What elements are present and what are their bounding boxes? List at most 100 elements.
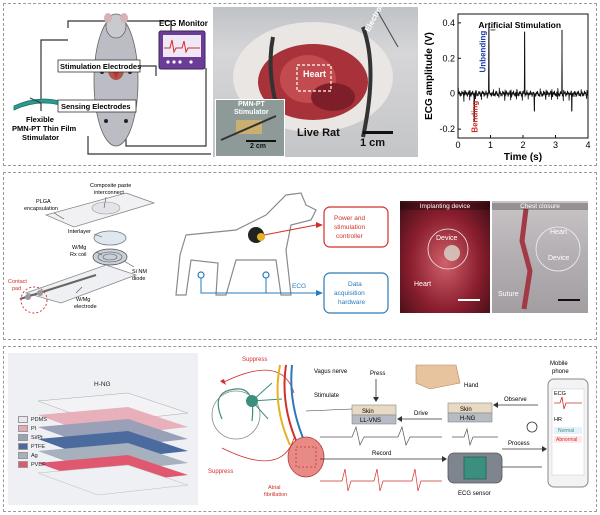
x-axis-label: Time (s) [504,152,542,163]
x-tick-label: 3 [553,140,558,150]
heart-label: Heart [414,281,432,288]
hng-layer-stack [37,392,189,496]
hng-right-label: H-NG [460,416,476,422]
legend-label: PDMS [31,416,47,423]
x-tick-label: 1 [488,140,493,150]
legend-item: PI [18,424,47,433]
phone-hr-label: HR [554,417,562,423]
x-tick-label: 4 [585,140,590,150]
y-tick-label: -0.2 [439,124,455,134]
implanting-title: Implanting device [400,203,490,210]
device-exploded-view: Composite paste interconnect PLGA encaps… [8,183,156,314]
scale-bar-1cm [363,131,393,134]
legend-item: Ag [18,451,47,460]
skin-right-label: Skin [460,407,472,413]
dog-schematic: Power and stimulation controller ECG Dat… [175,192,389,314]
legend-label: PVDF [31,461,46,468]
sensing-electrodes-label: Sensing Electrodes [61,102,131,111]
chest-heart-label: Heart [550,229,568,236]
ecg-arrow-label: ECG [292,283,306,290]
chest-device-label: Device [548,255,570,262]
legend-item: PVDF [18,460,47,469]
implanting-device-photo: Device Heart [400,201,490,313]
scale-1cm-label: 1 cm [360,137,386,149]
phone-normal-label: Normal [558,428,574,434]
legend-label: PI [31,425,37,432]
composite-paste-label-1: Composite paste [90,183,131,189]
daq-label-3: hardware [338,299,365,306]
y-tick-label: 0.4 [442,18,455,28]
legend-swatch [18,461,28,468]
press-label: Press [370,371,385,377]
legend-item: Si/Pt [18,433,47,442]
live-rat-photo: Heart Electrode PMN-PT Stimulator 2 cm L… [213,7,418,157]
ecg-monitor-label: ECG Monitor [159,19,208,28]
power-label-3: controller [336,233,364,240]
daq-label-2: acquisition [334,290,365,297]
power-label-1: Power and [334,215,365,222]
interlayer-label: Interlayer [68,229,91,235]
ecg-sensor-label: ECG sensor [458,491,491,497]
chest-closure-photo: Heart Device Suture [492,201,588,313]
legend-label: Ag [31,452,38,459]
legend-label: Si/Pt [31,434,43,441]
heart-photo-label: Heart [303,69,327,79]
skin-label: Skin [362,409,374,415]
power-label-2: stimulation [334,224,365,231]
stimulator-label-1: Flexible [26,115,54,124]
drive-label: Drive [414,411,429,417]
bending-label: Bending [471,101,480,133]
phone-abnormal-label: Abnormal [556,437,577,443]
si-nm-label-2: diode [132,276,145,282]
rx-coil-label-2: Rx coil [70,252,87,258]
pmn-pt-inset: PMN-PT Stimulator 2 cm [215,99,285,157]
phone-ecg-label: ECG [554,391,566,397]
llvns-label: LL-VNS [360,418,381,424]
atrial-label-2: fibrillation [264,492,287,498]
mobile-label-1: Mobile [550,361,568,367]
x-tick-label: 0 [455,140,460,150]
scale-bar-2cm [246,140,276,142]
observe-label: Observe [504,397,527,403]
mobile-label-2: phone [552,369,569,375]
contact-pad-label-1: Contact [8,279,27,285]
suppress-top-label: Suppress [242,357,267,363]
y-tick-label: 0 [450,89,455,99]
llvns-schematic: Suppress Suppress Vagus nerve Stimulate … [208,357,589,498]
artificial-stimulation-label: Artificial Stimulation [478,20,561,30]
si-nm-label-1: Si NM [132,269,147,275]
daq-label-1: Data [348,281,362,288]
legend-swatch [18,452,28,459]
electrode-label-2: electrode [74,304,97,310]
chest-closure-title: Chest closure [492,203,588,210]
y-tick-label: 0.2 [442,53,455,63]
legend-label: PTFE [31,443,46,450]
x-tick-label: 2 [520,140,525,150]
legend-swatch [18,443,28,450]
stimulation-electrodes-label: Stimulation Electrodes [60,62,141,71]
record-label: Record [372,451,391,457]
electrode-label-1: W/Mg [76,297,90,303]
hng-title: H-NG [94,381,111,388]
process-label: Process [508,441,530,447]
atrial-label-1: Atrial [268,485,281,491]
ecg-trace [457,24,589,123]
plga-label: PLGA [36,199,51,205]
suppress-bottom-label: Suppress [208,469,233,475]
stimulator-label-2: PMN-PT Thin Film [12,124,76,133]
live-rat-label: Live Rat [297,127,340,139]
legend-item: PTFE [18,442,47,451]
unbending-label: Unbending [479,31,488,73]
vagus-nerve-label: Vagus nerve [314,369,348,375]
contact-pad-label-2: pad [12,286,21,292]
suture-label: Suture [498,291,519,298]
panel-b: Composite paste interconnect PLGA encaps… [3,172,597,340]
legend-swatch [18,416,28,423]
legend-swatch [18,434,28,441]
rx-coil-label-1: W/Mg [72,245,86,251]
y-axis-label: ECG amplitude (V) [424,32,435,120]
panel-a: ECG Monitor Stimulation Electrodes Sensi… [3,3,597,166]
composite-paste-label-2: interconnect [94,190,124,196]
